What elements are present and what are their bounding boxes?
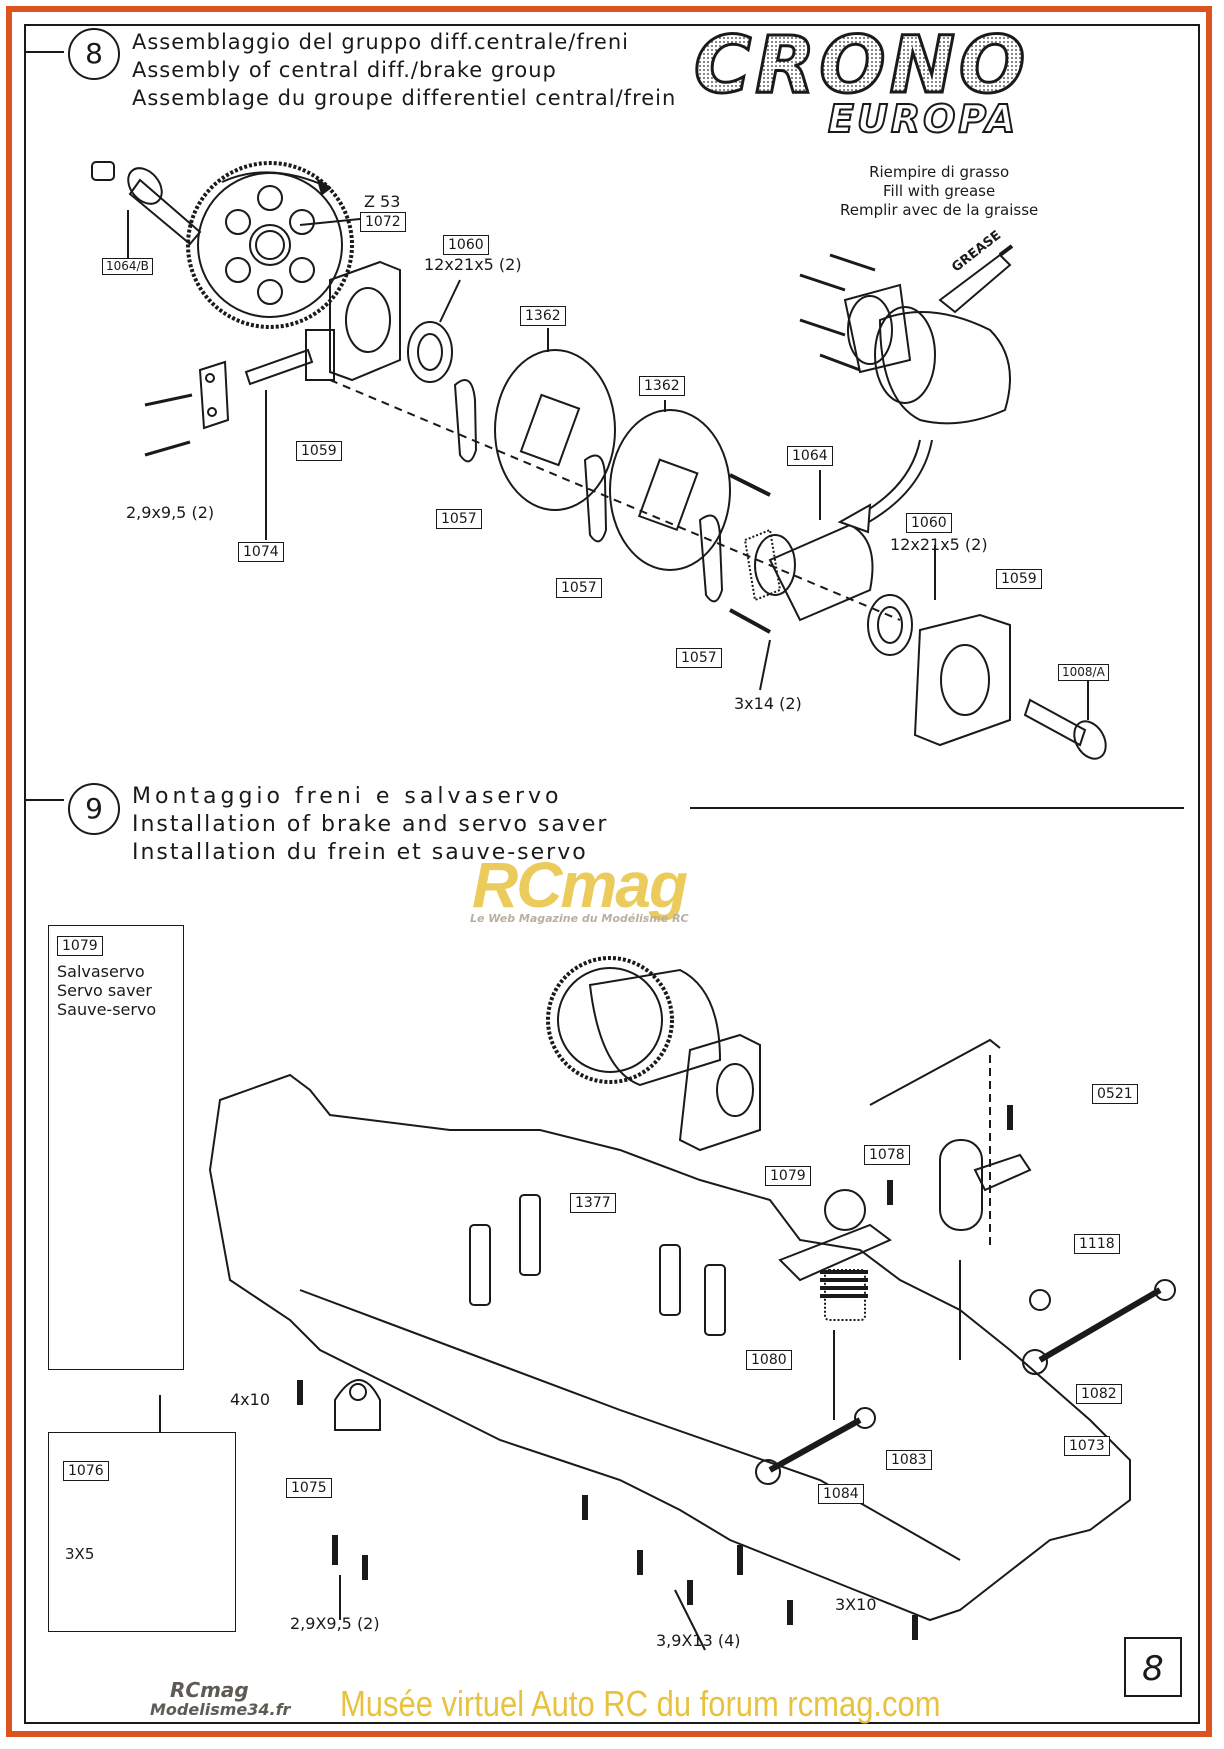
rcmag-footer-logo: RCmag (170, 1678, 249, 1702)
step-8-title-it: Assemblaggio del gruppo diff.centrale/fr… (132, 30, 629, 54)
step-9-title: Montaggio freni e salvaservo Installatio… (132, 783, 608, 867)
part-label-1377: 1377 (570, 1193, 616, 1213)
inset-screw-label-3x5: 3X5 (65, 1545, 95, 1563)
part-label-1057-a: 1057 (436, 509, 482, 529)
servo-saver-label-it: Salvaservo (57, 962, 145, 981)
part-label-1075: 1075 (286, 1478, 332, 1498)
step-9-title-fr: Installation du frein et sauve-servo (132, 840, 588, 865)
grease-note: Riempire di grasso Fill with grease Remp… (840, 163, 1038, 220)
part-label-1082: 1082 (1076, 1384, 1122, 1404)
logo-sub-text: EUROPA (828, 97, 1018, 138)
part-label-1073: 1073 (1064, 1436, 1110, 1456)
brake-link-inset: 1076 3X5 (48, 1432, 236, 1632)
part-label-1362-a: 1362 (520, 306, 566, 326)
part-label-0521: 0521 (1092, 1084, 1138, 1104)
part-label-1060-a: 1060 (443, 235, 489, 255)
part-label-1064: 1064 (787, 446, 833, 466)
part-1060-a-size: 12x21x5 (2) (424, 255, 522, 274)
screw-label-29x95: 2,9x9,5 (2) (126, 503, 215, 522)
step-8-title: Assemblaggio del gruppo diff.centrale/fr… (132, 28, 676, 112)
museum-footer-text: Musée virtuel Auto RC du forum rcmag.com (340, 1683, 941, 1724)
grease-note-en: Fill with grease (883, 182, 996, 200)
inset-part-label-1076: 1076 (63, 1461, 109, 1481)
part-1060-b-size: 12x21x5 (2) (890, 535, 988, 554)
screw-label-29x95-step9: 2,9X9,5 (2) (290, 1614, 380, 1633)
part-label-1074: 1074 (238, 542, 284, 562)
screw-label-3x10: 3X10 (835, 1595, 877, 1614)
step-8-title-fr: Assemblage du groupe differentiel centra… (132, 86, 677, 110)
servo-saver-inset: 1079 Salvaservo Servo saver Sauve-servo (48, 925, 184, 1370)
rcmag-watermark-logo: RCmag (472, 849, 688, 921)
rcmag-watermark-tagline: Le Web Magazine du Modélisme RC (470, 912, 689, 925)
part-label-1084: 1084 (818, 1484, 864, 1504)
part-label-1059-b: 1059 (996, 569, 1042, 589)
part-label-1083: 1083 (886, 1450, 932, 1470)
part-label-1057-c: 1057 (676, 648, 722, 668)
step-9-title-it: Montaggio freni e salvaservo (132, 784, 563, 809)
screw-label-39x13: 3,9X13 (4) (656, 1631, 741, 1650)
crono-logo-art: CRONO EUROPA (693, 20, 1029, 143)
page-number: 8 (1124, 1637, 1182, 1697)
part-label-1064b: 1064/B (102, 258, 153, 275)
step-8-number: 8 (68, 28, 120, 80)
part-label-1118: 1118 (1074, 1234, 1120, 1254)
logo-main-text: CRONO (694, 28, 1029, 111)
page-outer-border (6, 6, 1212, 1737)
screw-label-3x14: 3x14 (2) (734, 694, 802, 713)
servo-saver-label-en: Servo saver (57, 981, 152, 1000)
cup-insert-shape (91, 161, 115, 181)
part-label-1008a: 1008/A (1058, 664, 1109, 681)
crono-europa-logo: CRONO EUROPA (690, 20, 1130, 143)
gear-teeth-label: Z 53 (364, 192, 401, 211)
step-9-title-en: Installation of brake and servo saver (132, 812, 609, 837)
part-label-1078: 1078 (864, 1145, 910, 1165)
part-label-1072: 1072 (360, 212, 406, 232)
part-label-1079: 1079 (765, 1166, 811, 1186)
grease-note-it: Riempire di grasso (869, 163, 1010, 181)
part-label-1059-a: 1059 (296, 441, 342, 461)
page-inner-border (24, 24, 1200, 1724)
servo-saver-label: Salvaservo Servo saver Sauve-servo (57, 962, 156, 1019)
part-label-1057-b: 1057 (556, 578, 602, 598)
part-label-1080: 1080 (746, 1350, 792, 1370)
step-8-title-en: Assembly of central diff./brake group (132, 58, 557, 82)
inset-part-label-1079: 1079 (57, 936, 103, 956)
grease-note-fr: Remplir avec de la graisse (840, 201, 1039, 219)
servo-saver-label-fr: Sauve-servo (57, 1000, 157, 1019)
screw-label-4x10: 4x10 (230, 1390, 271, 1409)
part-label-1060-b: 1060 (906, 513, 952, 533)
part-label-1362-b: 1362 (639, 376, 685, 396)
modelisme34-footer: Modelisme34.fr (150, 1700, 291, 1719)
step-9-number: 9 (68, 783, 120, 835)
